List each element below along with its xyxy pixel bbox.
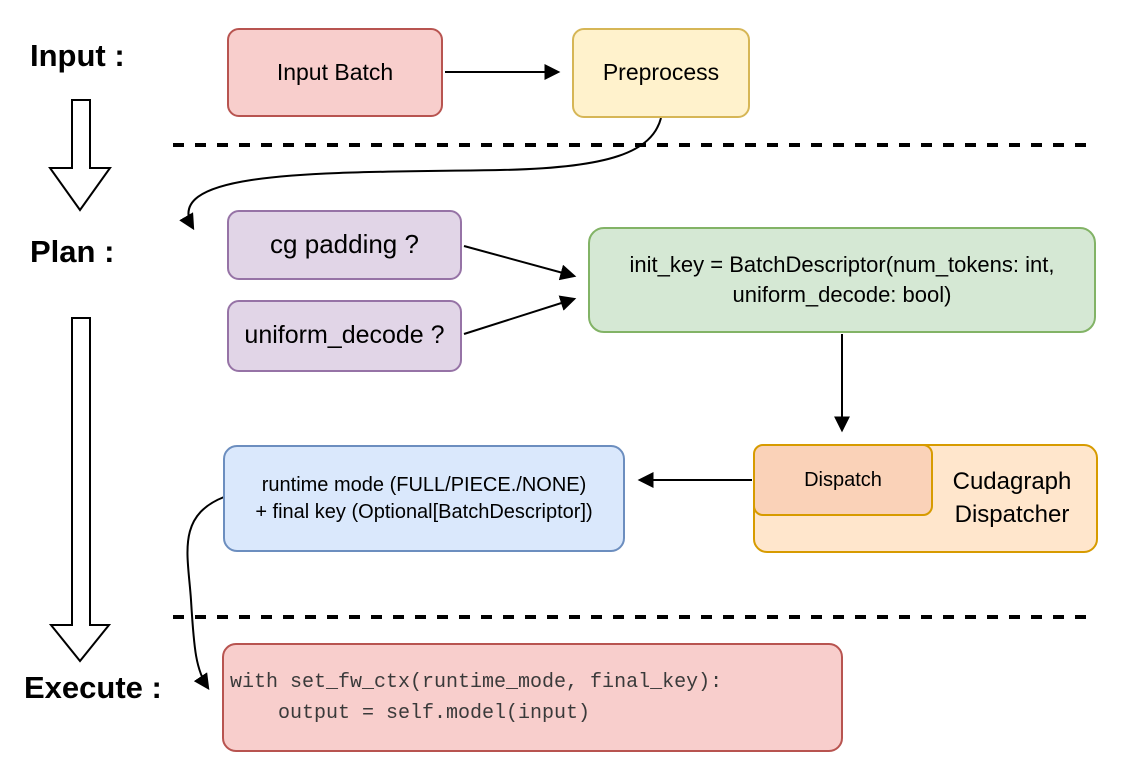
node-init-key: init_key = BatchDescriptor(num_tokens: i… [588,227,1096,333]
node-preprocess-label: Preprocess [602,59,720,86]
node-cudagraph-dispatcher-label: Cudagraph Dispatcher [928,466,1096,531]
curve-preprocess-to-cg-padding [179,117,662,231]
node-cudagraph-dispatcher-line1: Cudagraph [952,468,1072,496]
node-input-batch-label: Input Batch [276,58,394,85]
node-preprocess: Preprocess [572,28,750,118]
stage-label-execute: Execute : [24,670,162,705]
node-uniform-decode: uniform_decode ? [227,300,462,372]
node-init-key-line2: uniform_decode: bool) [732,282,952,307]
arrow-cg-padding-to-init-key [463,245,577,281]
node-cudagraph-dispatcher-line2: Dispatcher [954,500,1070,528]
node-dispatch-label: Dispatch [804,468,882,491]
stage-arrow-plan-to-execute [48,317,112,663]
node-execute-code-line1: with set_fw_ctx(runtime_mode, final_key)… [230,670,723,694]
node-uniform-decode-label: uniform_decode ? [244,321,445,350]
node-cg-padding: cg padding ? [227,210,462,280]
node-runtime-mode-line2: + final key (Optional[BatchDescriptor]) [255,500,593,523]
node-runtime-mode-line1: runtime mode (FULL/PIECE./NONE) [261,473,587,496]
node-runtime-mode: runtime mode (FULL/PIECE./NONE) + final … [223,445,625,552]
stage-arrow-input-to-plan [48,99,112,212]
node-cg-padding-label: cg padding ? [270,229,419,260]
stage-label-input: Input : [30,38,125,73]
node-execute-code: with set_fw_ctx(runtime_mode, final_key)… [222,643,843,752]
arrow-uniform-decode-to-init-key [463,295,577,335]
node-init-key-line1: init_key = BatchDescriptor(num_tokens: i… [629,252,1055,278]
node-dispatch: Dispatch [753,444,933,516]
node-execute-code-line2: output = self.model(input) [230,701,591,725]
node-input-batch: Input Batch [227,28,443,117]
curve-runtime-mode-to-execute-code [186,496,225,690]
stage-label-plan: Plan : [30,234,115,269]
